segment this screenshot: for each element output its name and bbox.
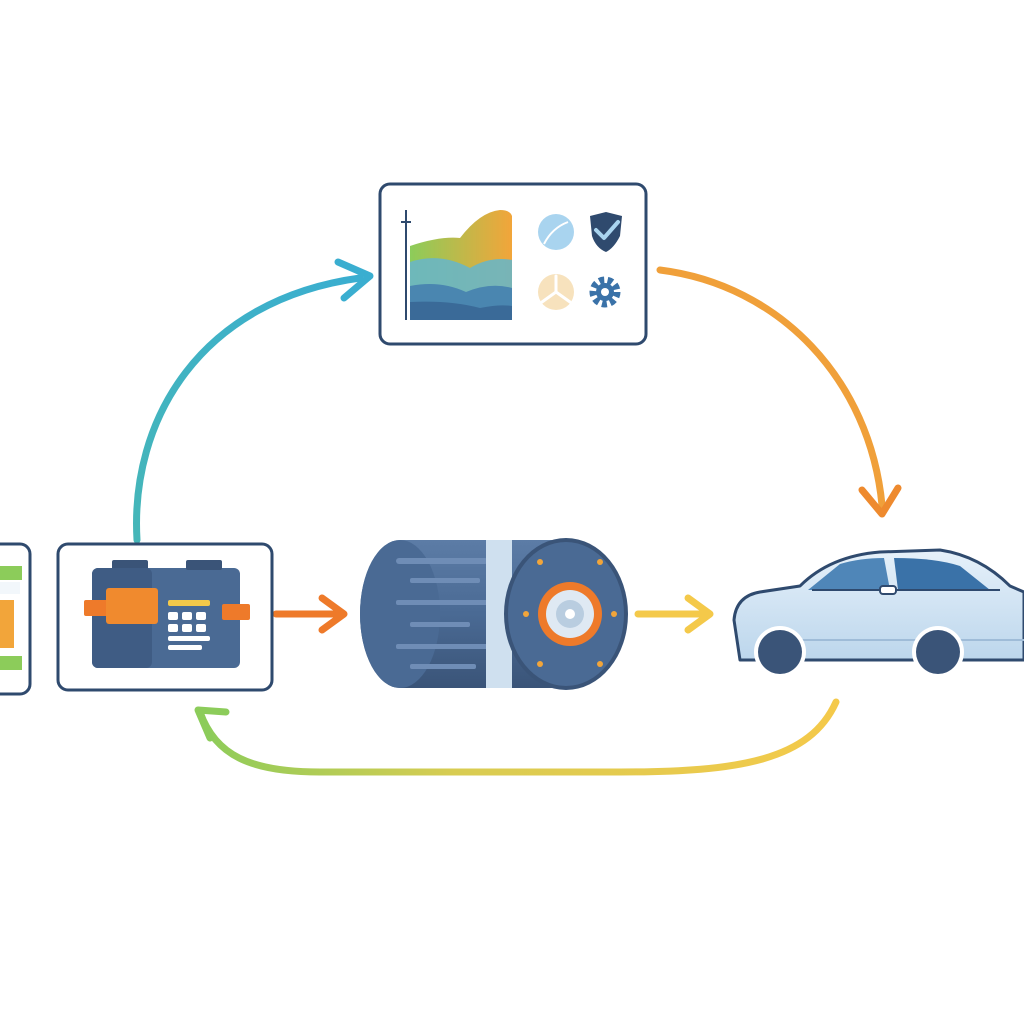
edge-controller-to-motor [272, 594, 348, 634]
arrowhead-icon [684, 594, 714, 634]
arrowhead-icon [194, 706, 230, 742]
battery-module-icon [0, 566, 22, 670]
edge-motor-to-car [634, 594, 714, 634]
car-icon [732, 548, 1024, 678]
arrowhead-icon [318, 594, 348, 634]
motor-cylinder-icon [360, 538, 628, 690]
arrowhead-icon [334, 258, 374, 302]
battery-controller-icon [84, 560, 250, 668]
edge-car-to-controller [194, 698, 840, 776]
edge-dashboard-to-car [656, 266, 902, 518]
electric-car [732, 548, 1024, 678]
leaf-icon [538, 214, 574, 250]
turbine-icon [538, 274, 574, 310]
partial-left-panel [0, 542, 32, 696]
arrowhead-icon [858, 484, 902, 518]
analytics-dashboard-panel [378, 182, 648, 346]
shield-check-icon [590, 212, 622, 252]
edge-controller-to-dashboard [133, 258, 374, 544]
area-chart-icon [401, 210, 512, 320]
electric-motor [360, 538, 628, 690]
battery-controller-panel [56, 542, 274, 692]
gear-icon [589, 276, 621, 308]
